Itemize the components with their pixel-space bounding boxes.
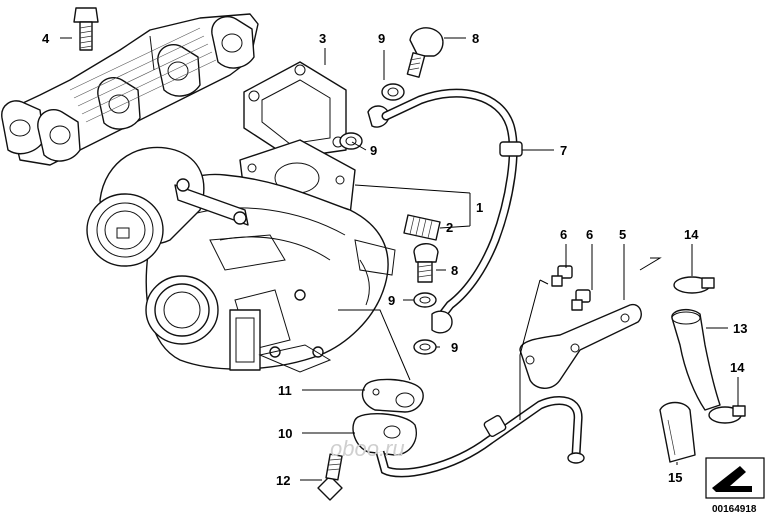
leader-lines [60, 37, 739, 481]
banjo-bolt-upper [406, 27, 444, 78]
callout-labels: 4 3 9 8 9 7 1 2 6 6 5 14 8 9 13 9 14 11 … [42, 31, 747, 488]
callout-15: 15 [668, 470, 682, 485]
hose-clamp-upper [673, 276, 715, 294]
callout-1: 1 [476, 200, 483, 215]
callout-14-a: 14 [684, 227, 699, 242]
watermark: oboo.ru [330, 436, 405, 461]
banjo-bolt-lower [413, 243, 439, 283]
bracket-bolt-b [571, 289, 591, 311]
callout-4: 4 [42, 31, 50, 46]
callout-11: 11 [278, 383, 292, 398]
sealing-washer-lower-a [413, 292, 437, 308]
sealing-washer-upper-b [339, 132, 363, 150]
exhaust-manifold [1, 13, 259, 166]
callout-9-d: 9 [451, 340, 458, 355]
callout-3: 3 [319, 31, 326, 46]
oil-return-hose [671, 308, 721, 411]
document-id: 00164918 [712, 504, 757, 515]
document-id-block: 00164918 [705, 457, 765, 515]
hose-clamp-lower [708, 405, 746, 424]
callout-8-a: 8 [472, 31, 479, 46]
gasket-flange [243, 61, 347, 159]
turbocharger-body [86, 139, 396, 373]
callout-12: 12 [276, 473, 290, 488]
callout-7: 7 [560, 143, 567, 158]
sealing-washer-upper-a [381, 83, 405, 101]
oil-feed-line [367, 88, 523, 334]
callout-9-a: 9 [378, 31, 385, 46]
callout-2: 2 [446, 220, 453, 235]
support-bracket [519, 303, 642, 389]
callout-6-a: 6 [560, 227, 567, 242]
manifold-bolt [73, 7, 99, 51]
flange-bolt [317, 453, 343, 501]
oil-return-pipe [352, 396, 585, 478]
sealing-washer-lower-b [413, 339, 437, 355]
oil-return-gasket [361, 378, 424, 413]
stud [403, 214, 441, 241]
callout-14-b: 14 [730, 360, 745, 375]
bracket-bolt-a [551, 265, 573, 287]
callout-9-b: 9 [370, 143, 377, 158]
callout-13: 13 [733, 321, 747, 336]
callout-10: 10 [278, 426, 292, 441]
callout-5: 5 [619, 227, 626, 242]
callout-9-c: 9 [388, 293, 395, 308]
callout-8-b: 8 [451, 263, 458, 278]
heat-shield-sleeve [659, 401, 696, 463]
callout-6-b: 6 [586, 227, 593, 242]
